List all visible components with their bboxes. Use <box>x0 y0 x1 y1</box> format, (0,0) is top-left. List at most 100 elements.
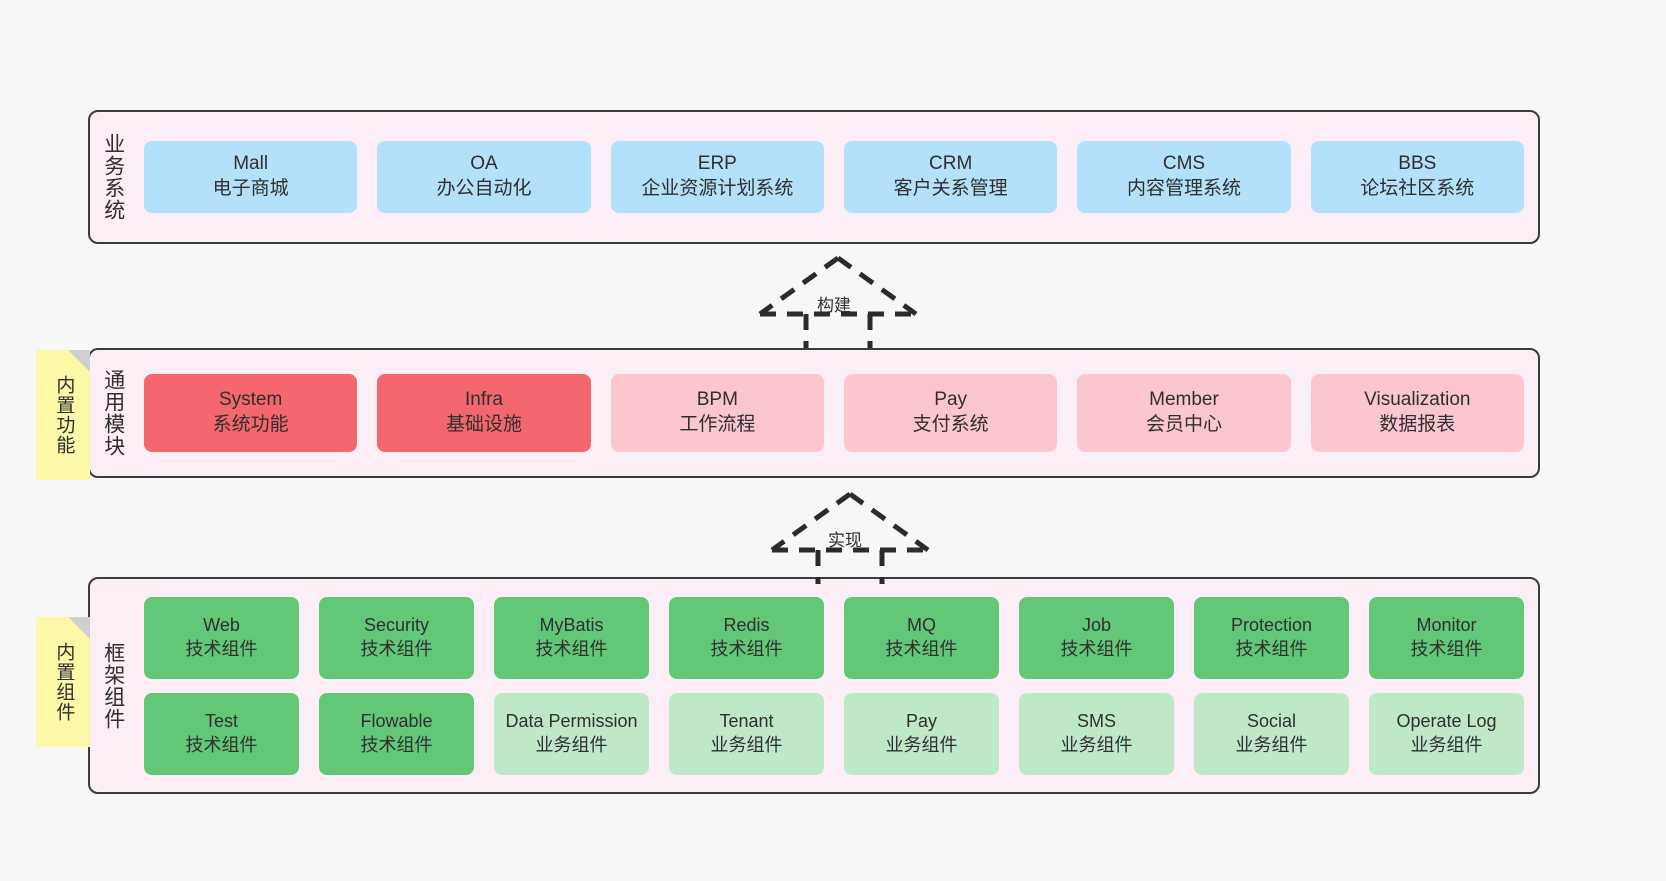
card-sms-title: SMS <box>1076 711 1116 732</box>
card-crm[interactable]: CRM 客户关系管理 <box>843 141 1058 213</box>
layer-business-systems: 业务系统 Mall 电子商城 OA 办公自动化 ERP 企业资源计划系统 CRM… <box>88 110 1540 244</box>
card-bpm-desc: 工作流程 <box>679 414 756 435</box>
framework-card-grid: Web 技术组件 Security 技术组件 MyBatis 技术组件 Redi… <box>136 579 1538 792</box>
card-social-title: Social <box>1246 711 1297 732</box>
card-redis-title: Redis <box>723 615 770 636</box>
common-card-row: System 系统功能 Infra 基础设施 BPM 工作流程 Pay 支付系统… <box>144 374 1524 452</box>
connector-build-arrow <box>758 255 918 348</box>
framework-card-row-tech: Web 技术组件 Security 技术组件 MyBatis 技术组件 Redi… <box>144 596 1524 679</box>
card-flowable[interactable]: Flowable 技术组件 <box>319 692 474 775</box>
card-tenant-desc: 业务组件 <box>710 734 783 755</box>
card-mybatis-title: MyBatis <box>539 615 604 636</box>
note-fold-corner-icon <box>68 617 90 639</box>
card-redis-desc: 技术组件 <box>710 638 783 659</box>
card-pay-module-desc: 支付系统 <box>912 414 989 435</box>
card-tenant[interactable]: Tenant 业务组件 <box>669 692 824 775</box>
layer-common-label: 通用模块 <box>101 369 125 457</box>
card-protection-title: Protection <box>1230 615 1313 636</box>
card-oa-desc: 办公自动化 <box>436 178 532 199</box>
card-sms-desc: 业务组件 <box>1060 734 1133 755</box>
card-infra-desc: 基础设施 <box>445 414 522 435</box>
card-pay-component-title: Pay <box>905 711 938 732</box>
connector-build-label: 构建 <box>817 296 851 315</box>
card-operate-log[interactable]: Operate Log 业务组件 <box>1369 692 1524 775</box>
card-monitor-title: Monitor <box>1416 615 1477 636</box>
card-crm-desc: 客户关系管理 <box>893 178 1008 199</box>
card-data-permission-desc: 业务组件 <box>535 734 608 755</box>
card-protection-desc: 技术组件 <box>1235 638 1308 659</box>
card-protection[interactable]: Protection 技术组件 <box>1194 596 1349 679</box>
note-fold-corner-icon <box>68 350 90 372</box>
card-system[interactable]: System 系统功能 <box>144 374 358 452</box>
card-erp[interactable]: ERP 企业资源计划系统 <box>610 141 824 213</box>
card-monitor[interactable]: Monitor 技术组件 <box>1369 596 1524 679</box>
card-bpm[interactable]: BPM 工作流程 <box>610 374 824 452</box>
card-bbs-desc: 论坛社区系统 <box>1360 178 1475 199</box>
note-builtin-features: 内置功能 <box>36 350 90 480</box>
card-mq[interactable]: MQ 技术组件 <box>844 596 999 679</box>
card-erp-title: ERP <box>697 153 737 175</box>
card-visualization-desc: 数据报表 <box>1379 414 1456 435</box>
card-infra-title: Infra <box>464 389 503 411</box>
card-cms-title: CMS <box>1162 153 1206 175</box>
card-visualization-title: Visualization <box>1364 389 1471 411</box>
framework-card-row-business: Test 技术组件 Flowable 技术组件 Data Permission … <box>144 692 1524 775</box>
card-data-permission-title: Data Permission <box>505 711 638 732</box>
card-job-desc: 技术组件 <box>1060 638 1133 659</box>
card-pay-component[interactable]: Pay 业务组件 <box>844 692 999 775</box>
common-card-grid: System 系统功能 Infra 基础设施 BPM 工作流程 Pay 支付系统… <box>136 350 1538 476</box>
card-infra[interactable]: Infra 基础设施 <box>377 374 591 452</box>
card-oa[interactable]: OA 办公自动化 <box>377 141 591 213</box>
card-mall-desc: 电子商城 <box>212 178 289 199</box>
business-card-grid: Mall 电子商城 OA 办公自动化 ERP 企业资源计划系统 CRM 客户关系… <box>136 112 1538 242</box>
card-redis[interactable]: Redis 技术组件 <box>669 596 824 679</box>
card-system-title: System <box>218 389 283 411</box>
card-sms[interactable]: SMS 业务组件 <box>1019 692 1174 775</box>
card-mybatis[interactable]: MyBatis 技术组件 <box>494 596 649 679</box>
connector-implement-label: 实现 <box>828 531 862 550</box>
card-pay-module-title: Pay <box>934 389 968 411</box>
connector-implement-arrow <box>770 491 930 584</box>
card-mall-title: Mall <box>233 153 269 175</box>
card-web[interactable]: Web 技术组件 <box>144 596 299 679</box>
card-pay-component-desc: 业务组件 <box>885 734 958 755</box>
card-bpm-title: BPM <box>696 389 738 411</box>
note-builtin-features-text: 内置功能 <box>53 375 75 455</box>
card-pay-module[interactable]: Pay 支付系统 <box>843 374 1058 452</box>
card-visualization[interactable]: Visualization 数据报表 <box>1310 374 1524 452</box>
layer-framework-components: 框架组件 Web 技术组件 Security 技术组件 MyBatis 技术组件… <box>88 577 1540 794</box>
card-cms-desc: 内容管理系统 <box>1126 178 1241 199</box>
note-builtin-components: 内置组件 <box>36 617 90 747</box>
card-test-desc: 技术组件 <box>185 734 258 755</box>
business-card-row: Mall 电子商城 OA 办公自动化 ERP 企业资源计划系统 CRM 客户关系… <box>144 141 1524 213</box>
layer-framework-label: 框架组件 <box>101 641 125 730</box>
card-social-desc: 业务组件 <box>1235 734 1308 755</box>
card-crm-title: CRM <box>929 153 973 175</box>
card-job[interactable]: Job 技术组件 <box>1019 596 1174 679</box>
card-flowable-title: Flowable <box>360 711 433 732</box>
card-mq-desc: 技术组件 <box>885 638 958 659</box>
card-operate-log-desc: 业务组件 <box>1410 734 1483 755</box>
card-mq-title: MQ <box>907 615 936 636</box>
card-web-title: Web <box>203 615 240 636</box>
card-data-permission[interactable]: Data Permission 业务组件 <box>494 692 649 775</box>
card-mybatis-desc: 技术组件 <box>535 638 608 659</box>
card-job-title: Job <box>1081 615 1112 636</box>
card-member-desc: 会员中心 <box>1145 414 1222 435</box>
card-member[interactable]: Member 会员中心 <box>1077 374 1291 452</box>
card-security-desc: 技术组件 <box>360 638 433 659</box>
card-social[interactable]: Social 业务组件 <box>1194 692 1349 775</box>
card-mall[interactable]: Mall 电子商城 <box>144 141 358 213</box>
card-member-title: Member <box>1149 389 1219 411</box>
card-test[interactable]: Test 技术组件 <box>144 692 299 775</box>
card-test-title: Test <box>204 711 238 732</box>
card-bbs[interactable]: BBS 论坛社区系统 <box>1310 141 1524 213</box>
card-cms[interactable]: CMS 内容管理系统 <box>1077 141 1291 213</box>
card-security-title: Security <box>363 615 430 636</box>
card-security[interactable]: Security 技术组件 <box>319 596 474 679</box>
card-operate-log-title: Operate Log <box>1396 711 1497 732</box>
layer-business-label: 业务系统 <box>101 133 125 221</box>
card-bbs-title: BBS <box>1398 153 1437 175</box>
card-system-desc: 系统功能 <box>212 414 289 435</box>
